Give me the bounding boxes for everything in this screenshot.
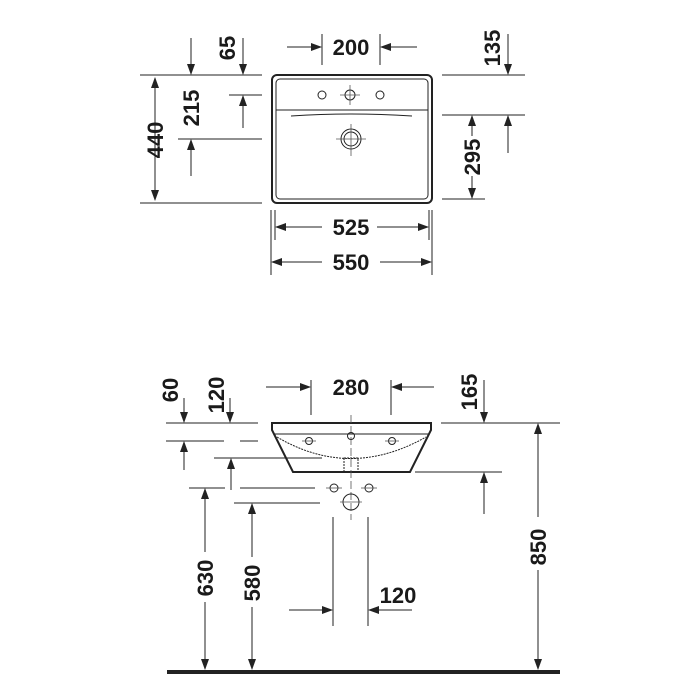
dim-inner-width: 525 [333,215,370,240]
dim-depth-total: 440 [143,122,168,159]
dim-rim-height: 850 [526,529,551,566]
dim-tap-spacing: 280 [333,375,370,400]
basin-outline-top [271,74,433,204]
dim-supply-height: 630 [193,560,218,597]
side-view: 60 120 280 165 630 580 120 850 [158,374,560,674]
basin-outline-side [271,422,432,473]
dim-tap-to-overflow: 215 [179,90,204,127]
dim-waste-height: 580 [240,565,265,602]
dim-drain-to-front: 295 [460,139,485,176]
tap-hole-left [317,90,327,100]
dim-rim-to-drain: 120 [204,377,229,414]
dim-back-to-tap: 135 [480,30,505,67]
dim-rim-height-offset: 165 [457,374,482,411]
tap-hole-right [375,90,385,100]
dim-tap-hole-spacing: 200 [333,35,370,60]
dim-supply-spacing: 120 [380,583,417,608]
top-view: 440 65 215 200 135 295 525 550 [140,30,525,275]
dim-outer-width: 550 [333,250,370,275]
dim-tap-hole-offset: 65 [215,36,240,60]
dim-rim-to-bowl: 60 [158,378,183,402]
